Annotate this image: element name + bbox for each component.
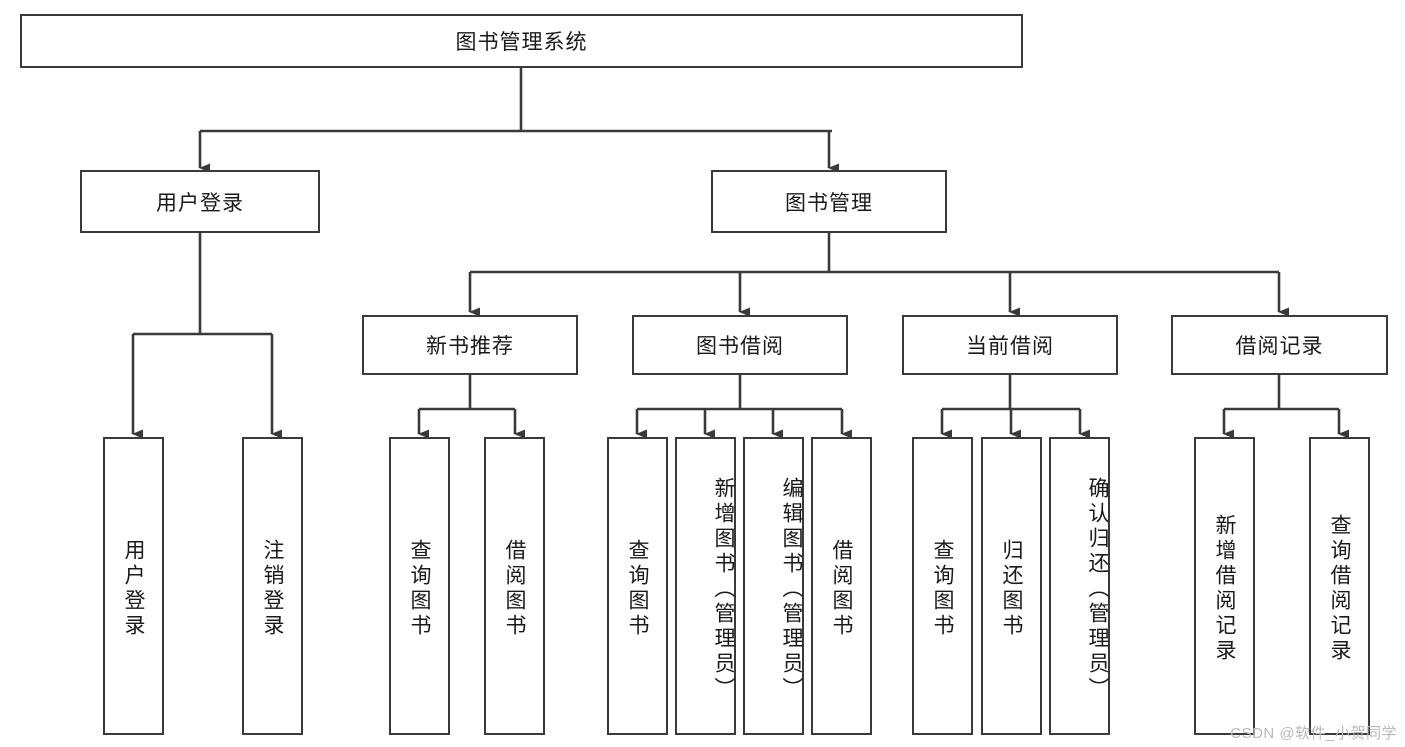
node-root[interactable]: 图书管理系统	[20, 14, 1023, 68]
csdn-watermark: CSDN @软件_小贺同学	[1230, 725, 1397, 742]
leaf-query-book-borrow[interactable]: 查询图书	[607, 437, 668, 735]
leaf-logout-login[interactable]: 注销登录	[242, 437, 303, 735]
leaf-query-book-current[interactable]: 查询图书	[912, 437, 973, 735]
leaf-add-borrow-record[interactable]: 新增借阅记录	[1194, 437, 1255, 735]
leaf-query-borrow-record[interactable]: 查询借阅记录	[1309, 437, 1370, 735]
node-borrow-record[interactable]: 借阅记录	[1171, 315, 1388, 375]
leaf-return-book[interactable]: 归还图书	[981, 437, 1042, 735]
node-book-borrow[interactable]: 图书借阅	[632, 315, 848, 375]
leaf-query-book-new[interactable]: 查询图书	[389, 437, 450, 735]
leaf-edit-book-admin[interactable]: 编辑图书（管理员）	[743, 437, 804, 735]
node-new-book-recommend[interactable]: 新书推荐	[362, 315, 578, 375]
node-user-login[interactable]: 用户登录	[80, 170, 320, 233]
leaf-add-book-admin[interactable]: 新增图书（管理员）	[675, 437, 736, 735]
leaf-borrow-book[interactable]: 借阅图书	[811, 437, 872, 735]
leaf-borrow-book-new[interactable]: 借阅图书	[484, 437, 545, 735]
leaf-confirm-return-admin[interactable]: 确认归还（管理员）	[1049, 437, 1110, 735]
leaf-user-login[interactable]: 用户登录	[103, 437, 164, 735]
node-current-borrow[interactable]: 当前借阅	[902, 315, 1118, 375]
node-book-management[interactable]: 图书管理	[711, 170, 947, 233]
